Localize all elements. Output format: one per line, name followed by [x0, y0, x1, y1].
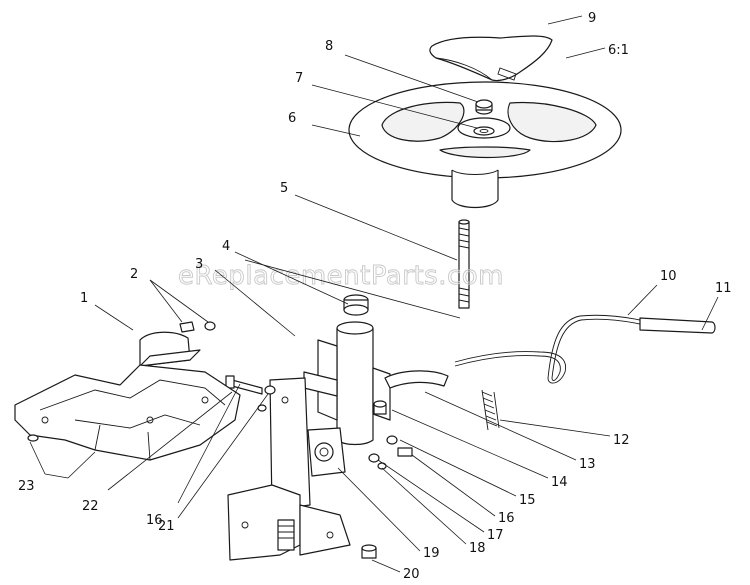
right-hardware	[368, 400, 413, 470]
steering-column	[303, 321, 391, 446]
steering-gear	[277, 427, 346, 551]
callout-labels: 9 6:1 8 7 6 5 4 3 2 1 10 11 12 13 14 15 …	[18, 11, 732, 582]
callout-6-1: 6:1	[608, 43, 629, 58]
steering-wheel-cap	[429, 35, 553, 82]
callout-15: 15	[519, 493, 536, 508]
callout-13: 13	[579, 457, 596, 472]
callout-4: 4	[222, 239, 230, 254]
callout-1: 1	[80, 291, 88, 306]
callout-9: 9	[588, 11, 596, 26]
steering-shaft	[458, 219, 470, 309]
callout-3: 3	[195, 257, 203, 272]
callout-7: 7	[295, 71, 303, 86]
hub-nut	[475, 99, 493, 115]
watermark-text: eReplacementParts.com	[178, 261, 504, 291]
callout-14: 14	[551, 475, 568, 490]
callout-10: 10	[660, 269, 677, 284]
callout-6: 6	[288, 111, 296, 126]
callout-19: 19	[423, 546, 440, 561]
callout-18: 18	[469, 541, 486, 556]
callout-22: 22	[82, 499, 99, 514]
return-spring	[481, 389, 500, 431]
callout-11: 11	[715, 281, 732, 296]
callout-2: 2	[130, 267, 138, 282]
lower-bushing	[361, 544, 377, 559]
bracket-bolts	[179, 321, 216, 333]
callout-16-left: 16	[146, 513, 163, 528]
callout-20: 20	[403, 567, 420, 582]
callout-23: 23	[18, 479, 35, 494]
control-rod	[454, 314, 641, 384]
column-support-plate	[227, 377, 351, 561]
leader-lines	[29, 15, 719, 573]
callout-21: 21	[158, 519, 175, 534]
callout-5: 5	[280, 181, 288, 196]
shaft-bushing	[343, 294, 369, 316]
linkage-plate	[384, 370, 449, 389]
callout-12: 12	[613, 433, 630, 448]
callout-17: 17	[487, 528, 504, 543]
rod-handle-grip	[639, 317, 716, 334]
frame-plate	[14, 364, 241, 461]
callout-8: 8	[325, 39, 333, 54]
hub-washer	[473, 126, 495, 136]
callout-16-right: 16	[498, 511, 515, 526]
seat-bracket	[139, 331, 201, 367]
